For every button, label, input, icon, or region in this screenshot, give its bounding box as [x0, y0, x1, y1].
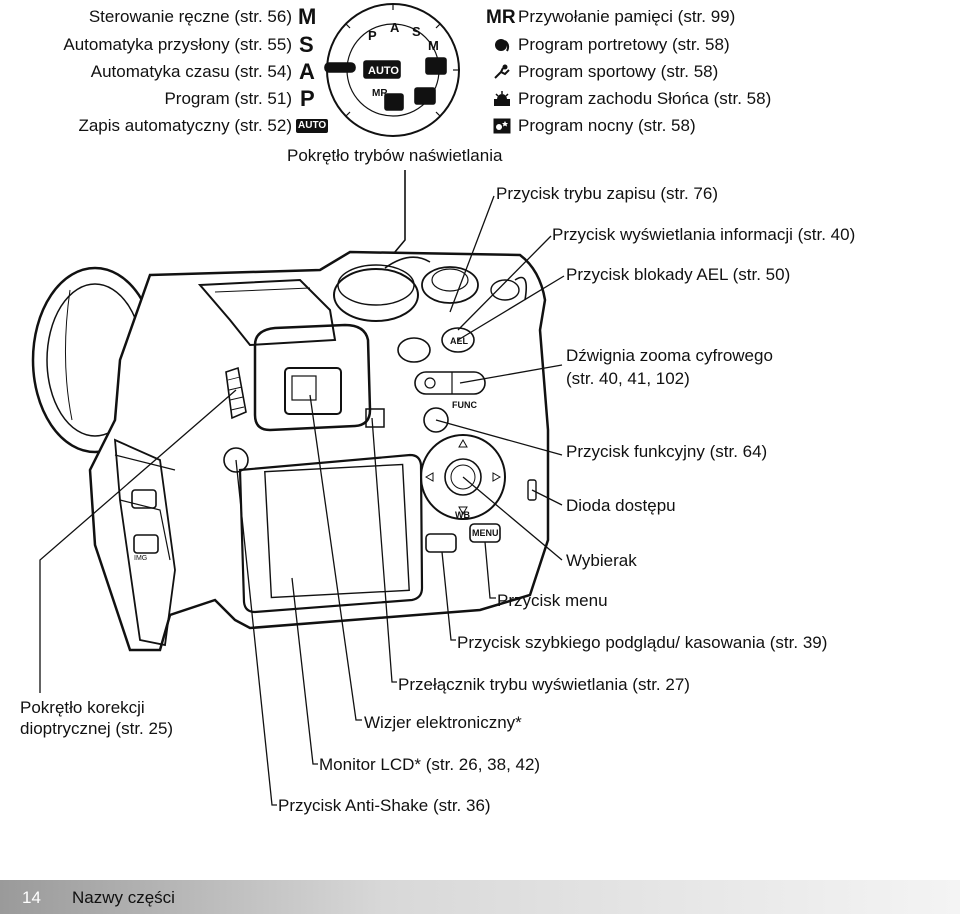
- mode-label-shutter-priority: Automatyka przysłony (str. 55): [63, 35, 292, 54]
- section-title: Nazwy części: [72, 888, 175, 907]
- symbol-s: S: [299, 32, 314, 57]
- callout-func-button: Przycisk funkcyjny (str. 64): [566, 442, 768, 461]
- mode-label-sunset: Program zachodu Słońca (str. 58): [518, 89, 772, 108]
- page-footer: 14 Nazwy części: [0, 880, 960, 914]
- callout-zoom-lever-line1: Dźwignia zooma cyfrowego: [566, 346, 773, 365]
- callout-lines: [39, 195, 565, 806]
- mode-dial-title: Pokrętło trybów naświetlania: [287, 146, 503, 165]
- mode-label-aperture-priority: Automatyka czasu (str. 54): [90, 62, 292, 81]
- sunset-icon: [494, 91, 510, 106]
- dial-mark-mr: MR: [372, 88, 388, 99]
- mode-label-memory-recall: Przywołanie pamięci (str. 99): [518, 7, 736, 26]
- mode-label-auto: Zapis automatyczny (str. 52): [78, 116, 292, 135]
- symbol-m: M: [298, 4, 317, 29]
- mode-label-portrait: Program portretowy (str. 58): [518, 35, 730, 54]
- callout-lcd: Monitor LCD* (str. 26, 38, 42): [319, 755, 541, 774]
- mode-label-program: Program (str. 51): [164, 89, 292, 108]
- callout-zoom-lever-line2: (str. 40, 41, 102): [566, 369, 690, 388]
- dial-mark-s: S: [412, 24, 421, 39]
- page-number: 14: [22, 888, 41, 907]
- dial-mark-p: P: [368, 28, 377, 43]
- dial-mark-m: M: [428, 38, 439, 53]
- portrait-icon: [495, 39, 510, 52]
- callout-diopter-line1: Pokrętło korekcji: [20, 698, 145, 717]
- callout-record-mode: Przycisk trybu zapisu (str. 76): [496, 184, 719, 203]
- mode-label-night: Program nocny (str. 58): [518, 116, 696, 135]
- night-portrait-icon: [493, 118, 511, 134]
- callout-display-switch: Przełącznik trybu wyświetlania (str. 27): [398, 675, 690, 694]
- mode-label-sports: Program sportowy (str. 58): [518, 62, 719, 81]
- callout-info-button: Przycisk wyświetlania informacji (str. 4…: [552, 225, 856, 244]
- symbol-mr: MR: [486, 7, 516, 28]
- callout-menu-button: Przycisk menu: [497, 591, 608, 610]
- callout-diopter-line2: dioptrycznej (str. 25): [20, 719, 174, 738]
- callout-anti-shake: Przycisk Anti-Shake (str. 36): [278, 796, 491, 815]
- ael-mark: AEL: [450, 336, 469, 346]
- callout-access-led: Dioda dostępu: [566, 496, 676, 515]
- callout-quickview-button: Przycisk szybkiego podglądu/ kasowania (…: [457, 633, 828, 652]
- menu-mark: MENU: [472, 528, 499, 538]
- camera-diagram: IMG: [31, 3, 565, 806]
- symbol-p: P: [300, 86, 315, 111]
- callout-evf: Wizjer elektroniczny*: [364, 713, 522, 732]
- camera-body: IMG: [31, 250, 550, 652]
- sports-icon: [494, 64, 510, 79]
- dial-mark-a: A: [390, 20, 400, 35]
- mode-label-manual: Sterowanie ręczne (str. 56): [88, 7, 292, 26]
- dial-mark-auto: AUTO: [368, 65, 399, 77]
- symbol-auto: AUTO: [296, 119, 329, 133]
- symbol-a: A: [299, 59, 315, 84]
- callout-ael-button: Przycisk blokady AEL (str. 50): [566, 265, 791, 284]
- svg-text:IMG: IMG: [134, 555, 147, 562]
- func-mark: FUNC: [452, 400, 477, 410]
- mode-dial-graphic: [324, 3, 460, 137]
- callout-controller: Wybierak: [566, 551, 637, 570]
- wb-mark: WB: [455, 510, 470, 520]
